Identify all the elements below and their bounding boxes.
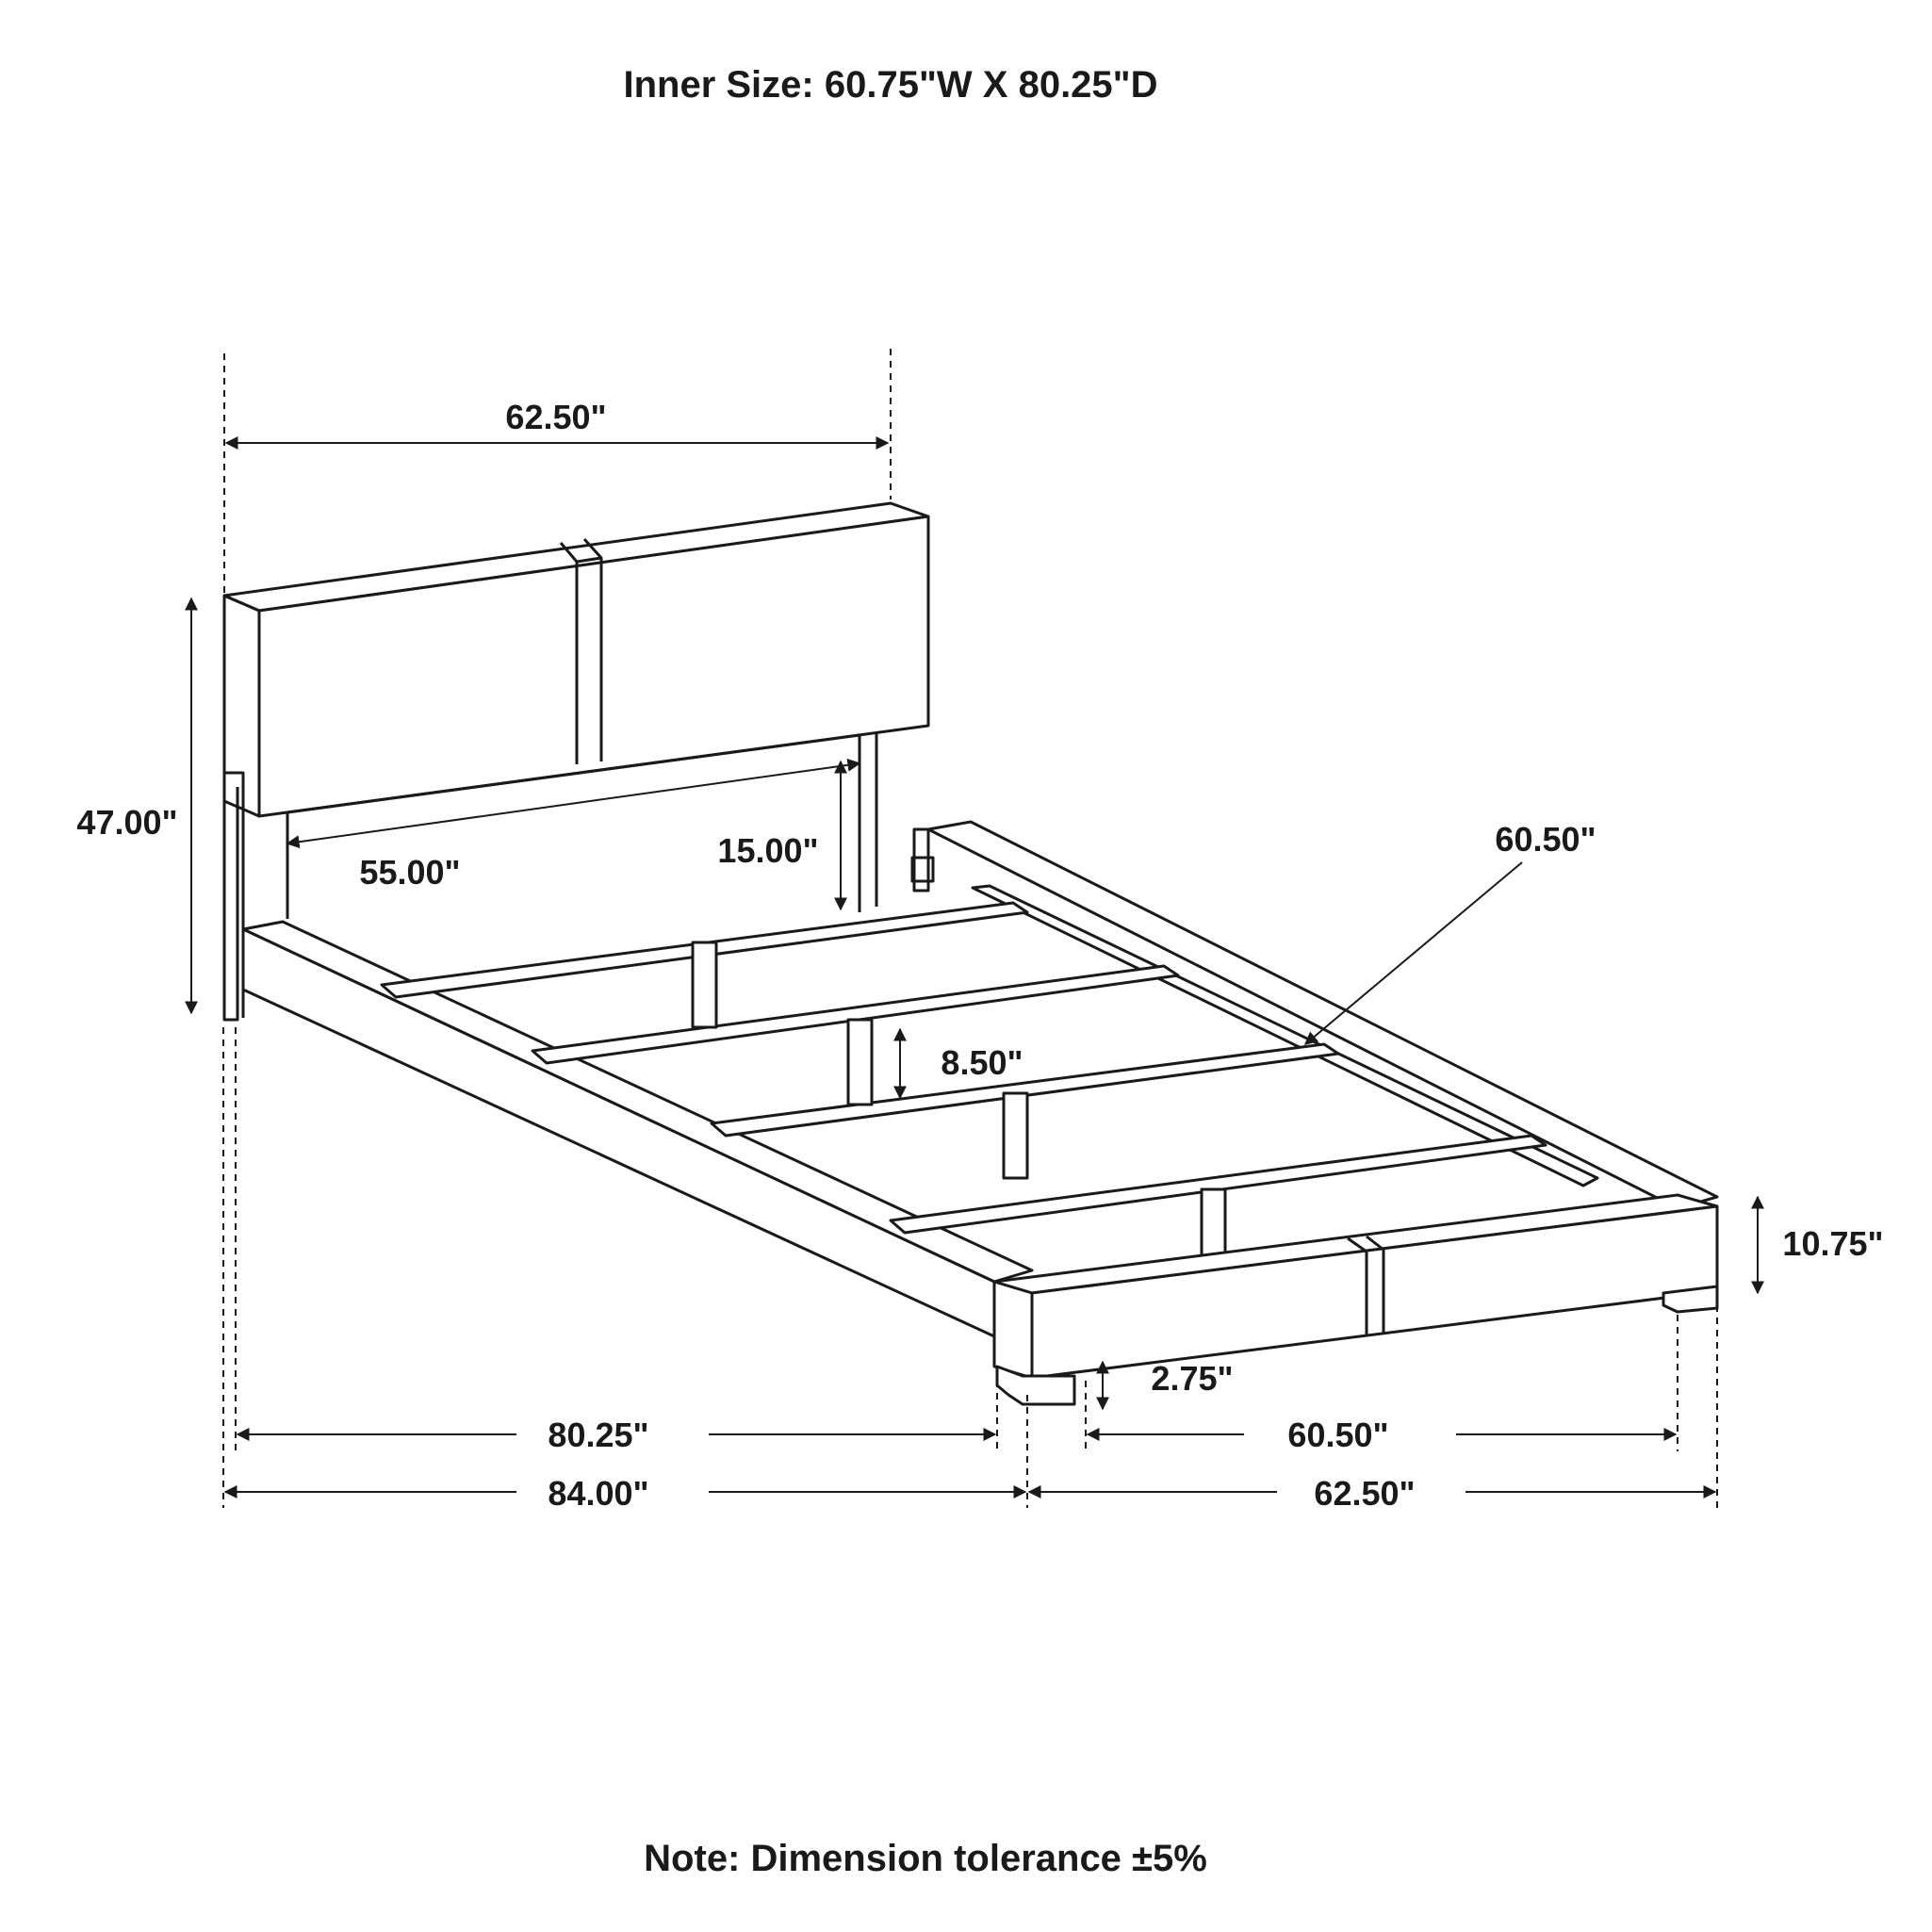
front-left-foot — [995, 1365, 1076, 1406]
slat-2 — [531, 964, 1180, 1065]
dim-leg-height: 8.50" — [941, 1043, 1023, 1082]
dim-headboard-width: 62.50" — [505, 398, 606, 436]
headboard-center-stripe — [575, 558, 603, 764]
bed-drawing — [222, 501, 1719, 1406]
inner-size-title: Inner Size: 60.75"W X 80.25"D — [623, 64, 1157, 106]
dim-headboard-inner-width: 55.00" — [359, 853, 460, 892]
center-beam — [971, 884, 1599, 1187]
left-rail-face — [241, 927, 996, 1338]
dim-inner-length: 80.25" — [548, 1416, 648, 1454]
dim-inner-width-diagonal: 60.50" — [1495, 820, 1596, 859]
dim-headboard-height: 47.00" — [76, 803, 177, 842]
headboard-stripe-top — [559, 537, 603, 564]
support-leg-3 — [1002, 1091, 1029, 1180]
dimension-lines — [185, 349, 1764, 1508]
dim-overall-length: 84.00" — [548, 1474, 648, 1513]
headboard-right-post — [858, 726, 878, 912]
footboard-left-side — [992, 1280, 1034, 1380]
slat-4 — [889, 1134, 1547, 1235]
footboard-stripe — [1347, 1235, 1385, 1334]
dim-inner-width-bottom: 60.50" — [1287, 1416, 1388, 1454]
dim-overall-width: 62.50" — [1314, 1474, 1415, 1513]
headboard-left-side — [222, 594, 261, 818]
tolerance-note: Note: Dimension tolerance ±5% — [644, 1838, 1207, 1879]
dim-footboard-height: 10.75" — [1782, 1224, 1883, 1263]
dim-foot-clearance: 2.75" — [1151, 1359, 1233, 1398]
support-leg-2 — [846, 1018, 874, 1106]
front-right-foot — [1662, 1285, 1719, 1314]
slat-3 — [710, 1042, 1340, 1138]
dim-headboard-clearance: 15.00" — [717, 831, 818, 870]
support-leg-1 — [691, 941, 718, 1029]
right-rail-bracket — [910, 827, 935, 892]
right-rail-top — [926, 820, 1719, 1210]
